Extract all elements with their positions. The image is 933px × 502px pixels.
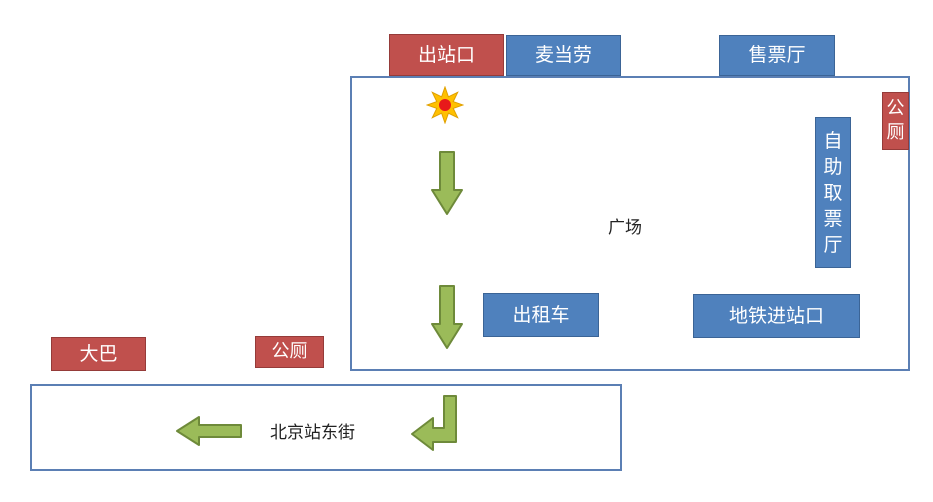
taxi-label-text: 出租车 bbox=[512, 303, 570, 326]
taxi-label: 出租车 bbox=[483, 293, 599, 337]
self-service-ticket-label-text: 自助取票厅 bbox=[823, 129, 843, 256]
arrow-down-icon bbox=[431, 151, 463, 215]
self-service-ticket-label: 自助取票厅 bbox=[815, 117, 851, 268]
subway-entrance-label-text: 地铁进站口 bbox=[728, 304, 824, 327]
exit-label-text: 出站口 bbox=[417, 43, 475, 66]
mcdonalds-label: 麦当劳 bbox=[506, 35, 621, 76]
ticket-hall-label-text: 售票厅 bbox=[748, 44, 806, 66]
bus-label-text: 大巴 bbox=[79, 342, 118, 365]
toilet-top-label-text: 公厕 bbox=[886, 98, 905, 143]
sun-star-icon bbox=[426, 86, 464, 124]
arrow-down-icon bbox=[431, 285, 463, 349]
exit-label: 出站口 bbox=[389, 34, 504, 76]
plaza-outline bbox=[350, 76, 910, 371]
toilet-bottom-label-text: 公厕 bbox=[271, 341, 308, 362]
arrow-down-left-icon bbox=[411, 395, 457, 451]
mcdonalds-label-text: 麦当劳 bbox=[534, 44, 592, 66]
street-outline bbox=[30, 384, 622, 471]
arrow-left-icon bbox=[176, 416, 242, 446]
ticket-hall-label: 售票厅 bbox=[719, 35, 835, 76]
toilet-bottom-label: 公厕 bbox=[255, 336, 324, 368]
bus-label: 大巴 bbox=[51, 337, 146, 371]
subway-entrance-label: 地铁进站口 bbox=[693, 294, 860, 338]
plaza-label: 广场 bbox=[608, 218, 642, 238]
sun-star-dot bbox=[439, 99, 451, 111]
street-label: 北京站东街 bbox=[270, 423, 355, 443]
toilet-top-label: 公厕 bbox=[882, 92, 909, 150]
